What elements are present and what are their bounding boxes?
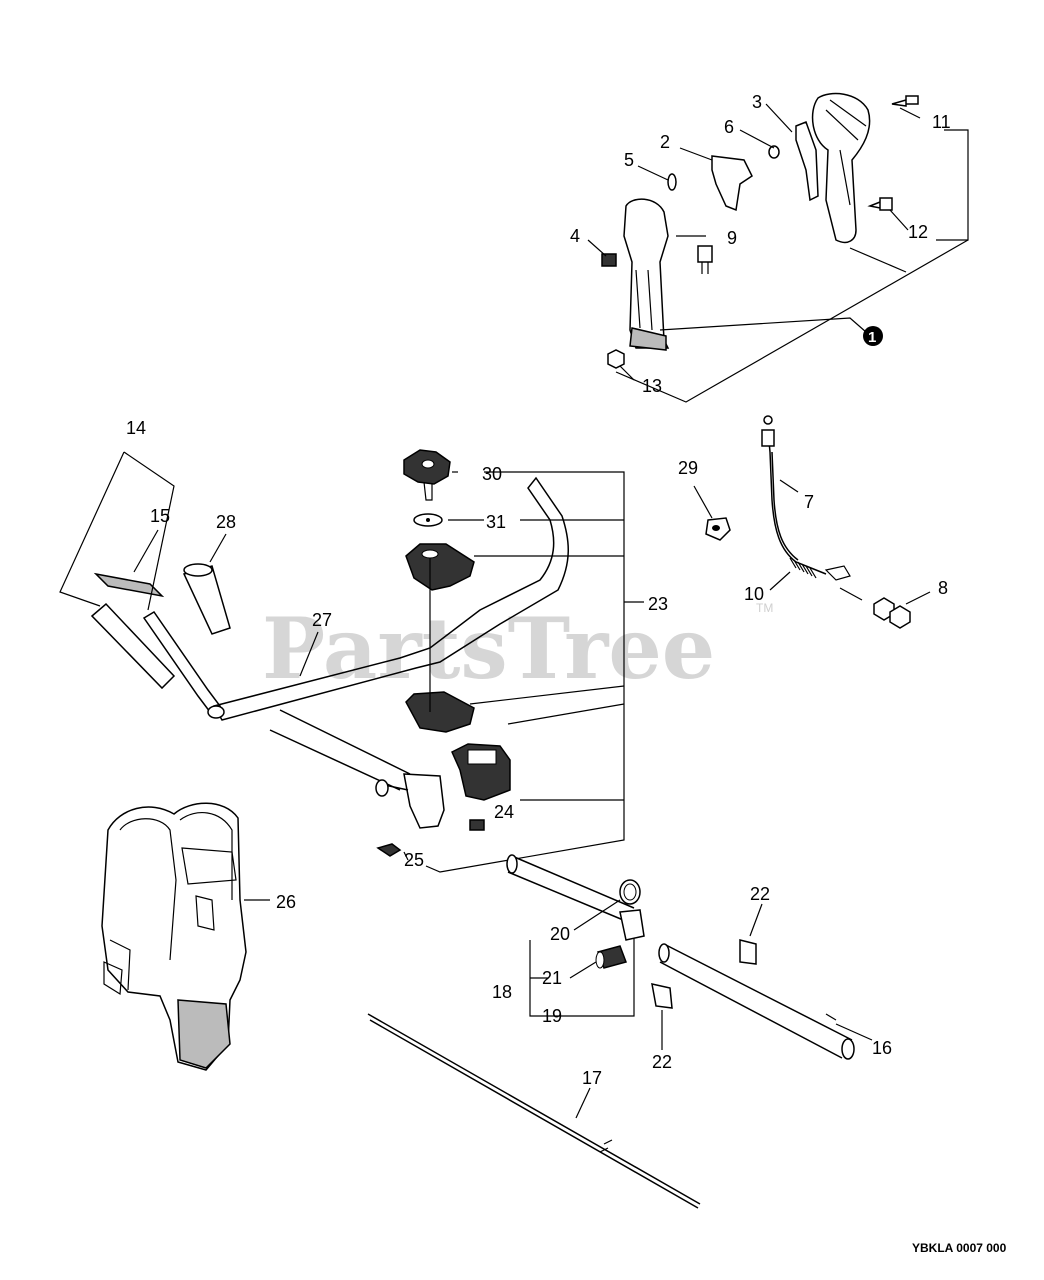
watermark-trademark: TM (756, 601, 773, 615)
lower-shaft-tube (659, 943, 853, 1059)
callout-30: 30 (482, 464, 502, 484)
callout-31: 31 (486, 512, 506, 532)
shoulder-harness (101, 802, 270, 1071)
callout-28: 28 (216, 512, 236, 532)
shaft-clip-lower (651, 983, 673, 1009)
callout-22-lower: 22 (652, 1052, 672, 1072)
drive-shaft (367, 1013, 701, 1209)
callout-18: 18 (492, 982, 512, 1002)
screw-top (891, 95, 919, 107)
callout-5: 5 (624, 150, 634, 170)
callout-3: 3 (752, 92, 762, 112)
stop-switch (601, 253, 617, 267)
shaft-bracket (403, 773, 445, 829)
joint-clamp (619, 909, 645, 941)
callout-25: 25 (404, 850, 424, 870)
spring-small (667, 173, 677, 191)
callout-16: 16 (872, 1038, 892, 1058)
callout-8: 8 (938, 578, 948, 598)
callout-4: 4 (570, 226, 580, 246)
grip-handle (623, 198, 670, 349)
throttle-lever (795, 121, 819, 202)
spring-small-2 (768, 145, 780, 159)
handle-grip (182, 565, 231, 635)
screw-mid (867, 197, 893, 211)
shaft-assembly (367, 854, 873, 1209)
callout-1-marker (863, 326, 883, 346)
decal (93, 572, 165, 598)
throttle-handle-assembly (587, 92, 969, 403)
callout-6: 6 (724, 117, 734, 137)
callout-labels: 1 2 3 4 5 6 7 8 9 10 11 12 13 14 15 16 1… (126, 92, 951, 1088)
upper-clamp (405, 543, 475, 591)
nut-bottom (607, 349, 625, 369)
callout-27: 27 (312, 610, 332, 630)
lower-clamp (405, 691, 475, 733)
callout-14: 14 (126, 418, 146, 438)
watermark: PartsTree (262, 599, 715, 698)
callout-1: 1 (868, 329, 876, 346)
wire-connector (697, 245, 713, 263)
throttle-cable (767, 429, 827, 575)
lockout-lever (711, 155, 753, 212)
handlebar-tube (212, 476, 569, 721)
callout-24: 24 (494, 802, 514, 822)
cable-spring (789, 557, 817, 579)
callout-20: 20 (550, 924, 570, 944)
callout-19: 19 (542, 1006, 562, 1026)
callout-26: 26 (276, 892, 296, 912)
callout-13: 13 (642, 376, 662, 396)
clamp-bolt (376, 843, 402, 857)
handle-half-right (811, 92, 871, 244)
callout-17: 17 (582, 1068, 602, 1088)
shaft-clip-upper (739, 939, 757, 965)
callout-29: 29 (678, 458, 698, 478)
throttle-cable-assembly (693, 415, 931, 629)
callout-9: 9 (727, 228, 737, 248)
callout-23: 23 (648, 594, 668, 614)
callout-12: 12 (908, 222, 928, 242)
callout-11: 11 (932, 112, 951, 132)
callout-7: 7 (804, 492, 814, 512)
callout-21: 21 (542, 968, 562, 988)
callout-15: 15 (150, 506, 170, 526)
callout-10: 10 (744, 584, 764, 604)
handlebar-grip (90, 602, 176, 690)
callout-22-upper: 22 (750, 884, 770, 904)
upper-shaft-tube (507, 855, 635, 923)
drawing-code: YBKLA 0007 000 (912, 1241, 1007, 1255)
callout-2: 2 (660, 132, 670, 152)
handlebar-assembly (59, 449, 644, 873)
